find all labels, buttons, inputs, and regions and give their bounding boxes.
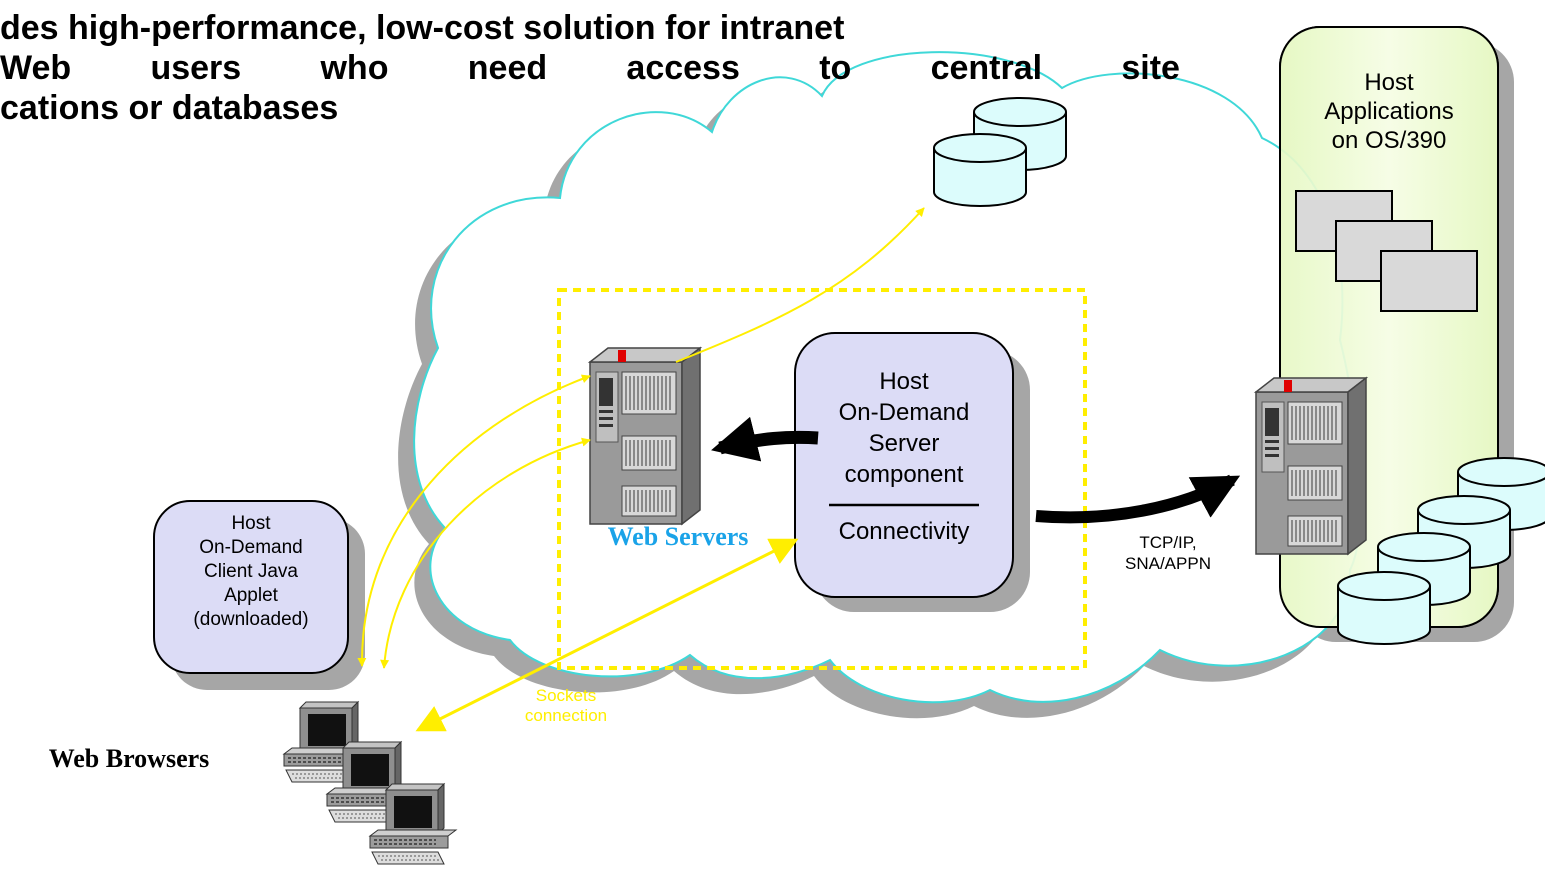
server-to-webserver-arrow [711,416,819,462]
host-server-icon [1255,377,1367,555]
host-apps-line-2: Applications [1324,98,1454,125]
protocol-line-2: SNA/APPN [1125,554,1211,573]
headline-word: access [626,49,740,87]
headline-word: who [320,49,389,87]
web-servers-label: Web Servers [607,522,749,551]
server-component-line-1: Host [879,368,929,395]
server-component-line-2: On-Demand [838,399,970,426]
web-server-icon [589,347,701,525]
headline-word: Web [0,49,72,87]
client-applet-line-3: Client Java [204,561,298,582]
headline-word: to [819,49,852,87]
server-component-line-3: Server [868,430,940,457]
headline-word: central [930,49,1043,87]
connectivity-to-host-arrow [1035,474,1241,524]
server-component-label: Host On-Demand Server component [815,366,993,490]
client-applet-line-4: Applet [224,585,278,606]
client-applet-line-5: (downloaded) [193,609,309,630]
connectivity-label: Connectivity [838,518,970,545]
web-server-zone [557,288,1087,670]
headline-word: users [150,49,242,87]
host-apps-line-1: Host [1364,69,1414,96]
headline-word: need [467,49,548,87]
headline-word: site [1121,49,1180,87]
host-app-windows [1295,190,1478,312]
sockets-line-2: connection [524,706,608,725]
headline: des high-performance, low-cost solution … [0,8,1180,128]
protocol-label: TCP/IP, SNA/APPN [1104,532,1232,574]
web-browsers-icon [283,701,457,865]
protocol-line-1: TCP/IP, [1139,533,1197,552]
server-component-box [794,332,1030,612]
client-applet-line-2: On-Demand [199,537,303,558]
host-apps-line-3: on OS/390 [1331,127,1447,154]
host-apps-label: Host Applications on OS/390 [1300,68,1478,155]
webserver-to-db-link [675,207,925,363]
sockets-label: Sockets connection [496,686,636,726]
client-applet-line-1: Host [231,513,271,534]
sockets-line-1: Sockets [535,686,597,705]
headline-line-3: cations or databases [0,89,339,127]
web-browsers-label: Web Browsers [48,744,210,773]
client-applet-label: Host On-Demand Client Java Applet (downl… [164,512,338,632]
server-component-line-4: component [844,461,964,488]
headline-line-2: Web users who need access to central sit… [0,48,1180,88]
applet-download-link-2 [380,437,591,669]
client-applet-box [153,500,365,690]
sockets-connection-link [415,538,799,732]
headline-line-1: des high-performance, low-cost solution … [0,9,845,47]
